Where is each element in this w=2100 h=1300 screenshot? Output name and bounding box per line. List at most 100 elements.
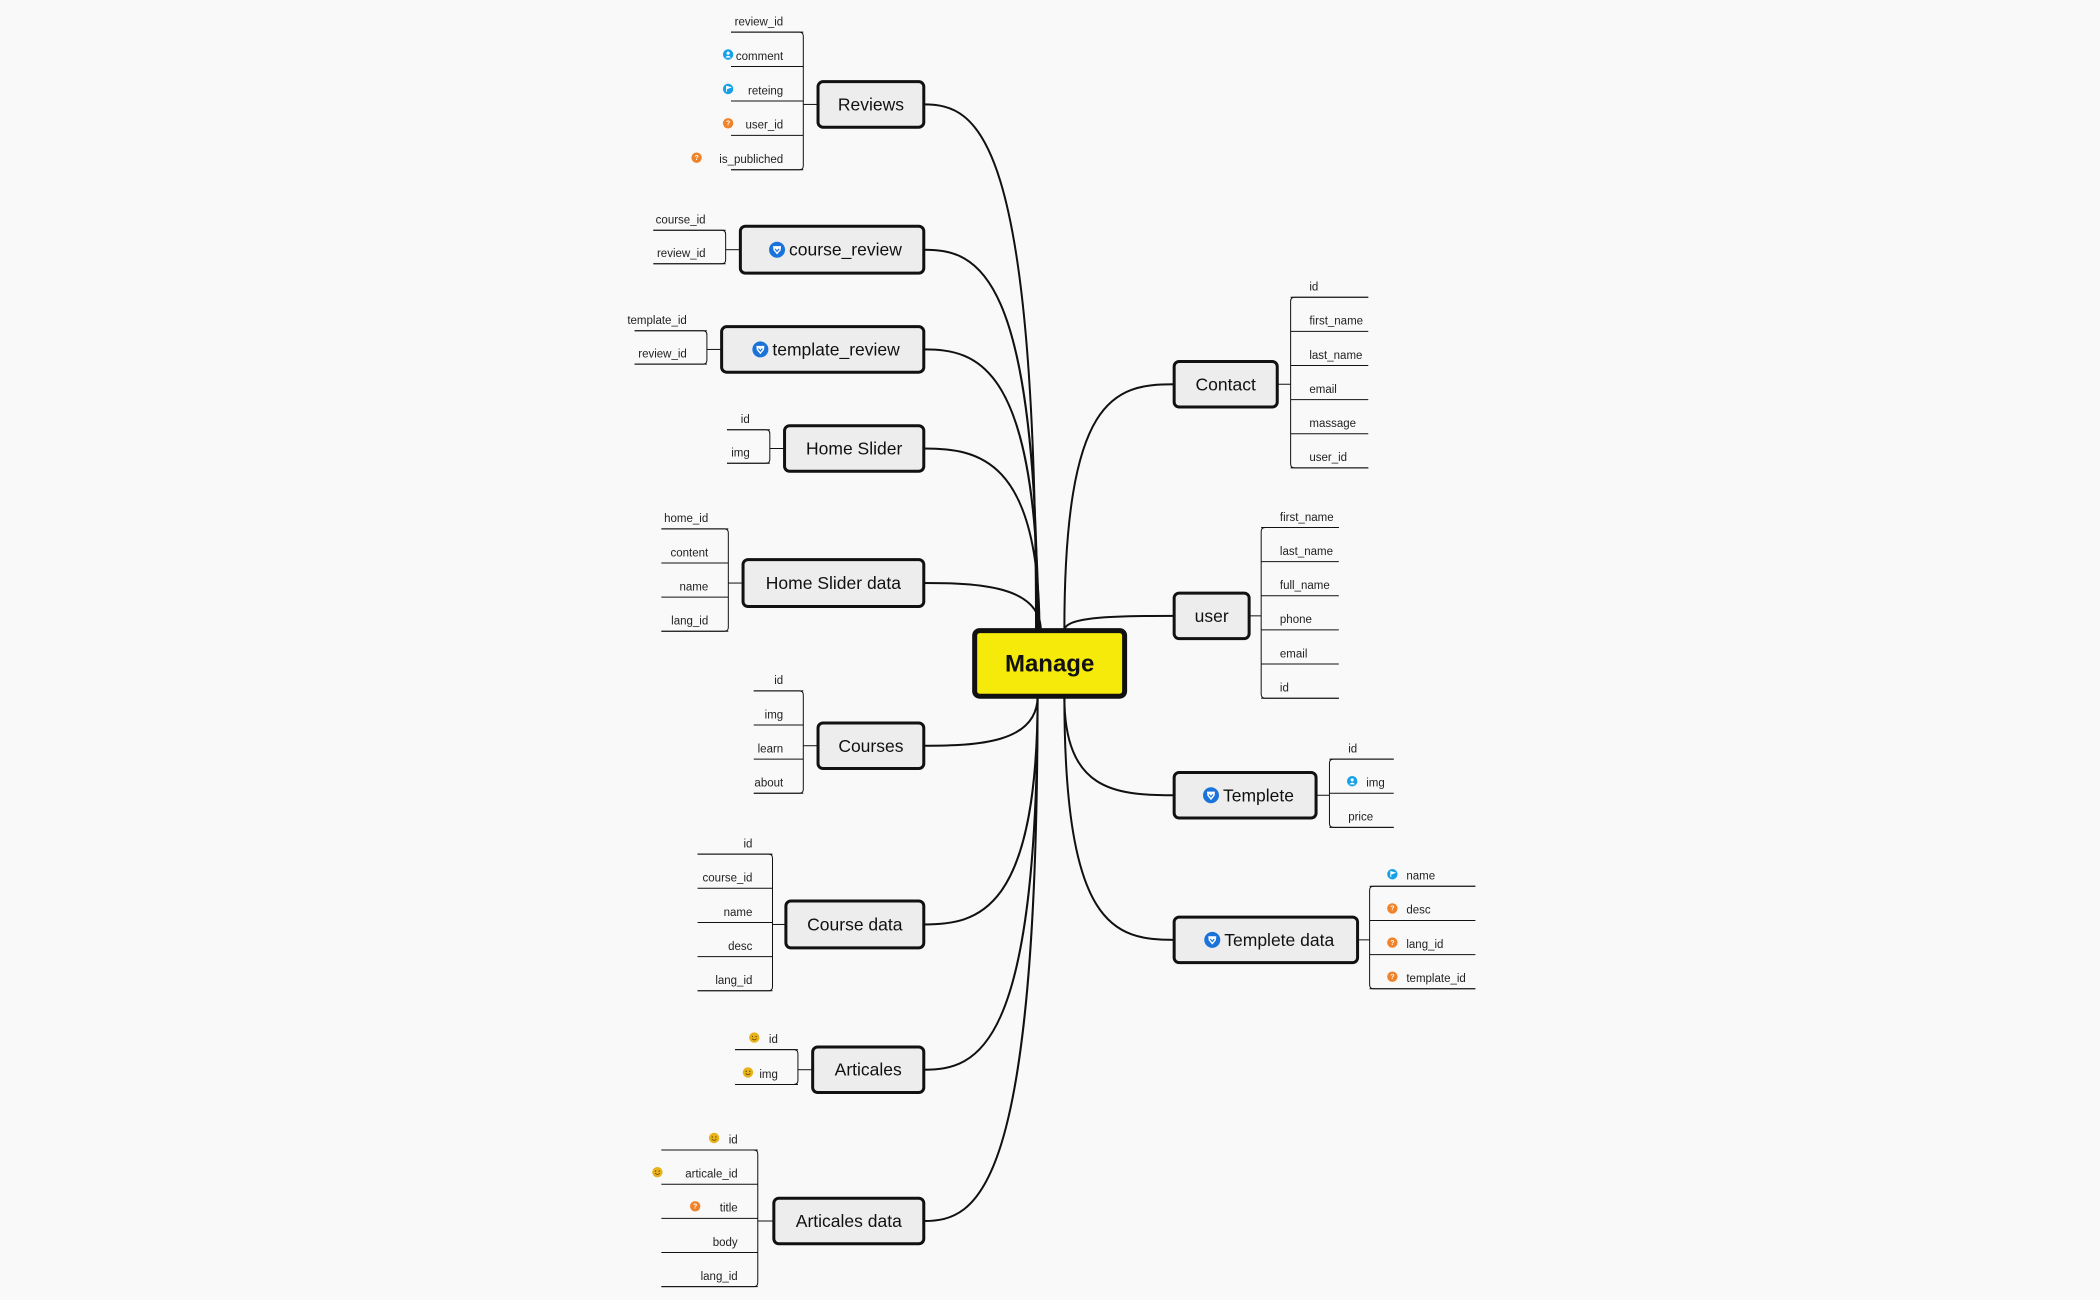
topic-articales-data[interactable]: Articales data bbox=[772, 1196, 926, 1246]
field-course-data-id[interactable]: id bbox=[697, 838, 773, 855]
field-course-data-desc[interactable]: desc bbox=[697, 941, 773, 958]
topic-label: Course data bbox=[807, 914, 903, 934]
field-templete-data-desc[interactable]: desc? bbox=[1369, 903, 1476, 921]
field-contact-first-name[interactable]: first_name bbox=[1290, 316, 1369, 332]
field-contact-id[interactable]: id bbox=[1290, 282, 1369, 298]
field-course-review-review-id[interactable]: review_id bbox=[653, 248, 726, 265]
field-courses-about[interactable]: about bbox=[753, 778, 804, 794]
topic-home-slider-data[interactable]: Home Slider data bbox=[741, 558, 926, 608]
field-user-last-name[interactable]: last_name bbox=[1261, 546, 1339, 563]
question-icon: ? bbox=[1387, 971, 1398, 982]
field-label: reteing bbox=[748, 85, 783, 97]
field-home-slider-data-name[interactable]: name bbox=[661, 581, 729, 598]
field-templete-id[interactable]: id bbox=[1329, 743, 1394, 760]
topic-box bbox=[738, 224, 926, 275]
field-label: phone bbox=[1280, 614, 1312, 626]
field-label: user_id bbox=[1309, 452, 1347, 464]
question-icon: ? bbox=[689, 1201, 701, 1212]
field-contact-last-name[interactable]: last_name bbox=[1290, 350, 1369, 366]
field-template-review-template-id[interactable]: template_id bbox=[627, 315, 707, 332]
field-home-slider-data-content[interactable]: content bbox=[661, 547, 729, 564]
field-templete-img[interactable]: img bbox=[1329, 776, 1394, 794]
field-reviews-review-id[interactable]: review_id bbox=[730, 16, 804, 33]
connector-articales bbox=[923, 696, 1039, 1071]
topic-course-review[interactable]: course_review bbox=[738, 224, 926, 275]
field-articales-img[interactable]: img bbox=[735, 1067, 798, 1085]
field-home-slider-data-home-id[interactable]: home_id bbox=[661, 513, 729, 530]
field-course-data-name[interactable]: name bbox=[697, 907, 773, 923]
flag-icon bbox=[1387, 869, 1398, 880]
field-label: is_publiched bbox=[719, 154, 783, 166]
field-courses-id[interactable]: id bbox=[753, 675, 804, 692]
smiley-icon bbox=[708, 1132, 720, 1144]
field-label: last_name bbox=[1280, 546, 1333, 558]
field-label: review_id bbox=[657, 248, 706, 260]
field-user-phone[interactable]: phone bbox=[1261, 614, 1339, 631]
field-label: articale_id bbox=[685, 1168, 737, 1180]
central-topic[interactable]: Manage bbox=[972, 628, 1128, 699]
svg-text:?: ? bbox=[694, 155, 698, 162]
field-templete-data-name[interactable]: name bbox=[1369, 869, 1476, 887]
field-label: name bbox=[679, 581, 708, 593]
topic-box bbox=[1172, 359, 1279, 409]
field-group-home-slider: id img bbox=[726, 414, 785, 464]
field-templete-price[interactable]: price bbox=[1329, 812, 1394, 828]
topic-box bbox=[1172, 915, 1360, 965]
topic-articales[interactable]: Articales bbox=[811, 1045, 926, 1094]
field-contact-massage[interactable]: massage bbox=[1290, 418, 1369, 435]
svg-text:?: ? bbox=[1390, 974, 1394, 981]
field-reviews-is-publiched[interactable]: is_publiched? bbox=[691, 152, 804, 171]
field-courses-learn[interactable]: learn bbox=[753, 743, 804, 760]
connector-contact bbox=[1063, 383, 1175, 631]
field-articales-id[interactable]: id bbox=[735, 1032, 798, 1051]
field-label: massage bbox=[1309, 418, 1356, 430]
field-reviews-comment[interactable]: comment bbox=[722, 49, 804, 68]
field-articales-data-articale-id[interactable]: articale_id bbox=[652, 1166, 758, 1185]
field-reviews-reteing[interactable]: reteing bbox=[722, 83, 804, 102]
topic-home-slider[interactable]: Home Slider bbox=[783, 424, 926, 473]
topic-label: course_review bbox=[789, 240, 902, 261]
field-articales-data-lang-id[interactable]: lang_id bbox=[661, 1271, 758, 1288]
field-reviews-user-id[interactable]: user_id? bbox=[722, 118, 804, 136]
field-course-data-lang-id[interactable]: lang_id bbox=[697, 975, 773, 992]
topic-template-review[interactable]: template_review bbox=[720, 325, 926, 374]
field-articales-data-title[interactable]: title? bbox=[661, 1201, 758, 1219]
field-label: body bbox=[713, 1237, 738, 1249]
field-templete-data-lang-id[interactable]: lang_id? bbox=[1369, 937, 1476, 956]
field-templete-data-template-id[interactable]: template_id? bbox=[1369, 971, 1476, 990]
topic-contact[interactable]: Contact bbox=[1172, 359, 1279, 409]
person-icon bbox=[1346, 776, 1358, 787]
field-label: desc bbox=[728, 941, 753, 953]
field-label: email bbox=[1280, 648, 1307, 660]
smiley-icon bbox=[749, 1032, 760, 1043]
field-home-slider-id[interactable]: id bbox=[726, 414, 770, 431]
field-user-id[interactable]: id bbox=[1261, 683, 1339, 699]
field-template-review-review-id[interactable]: review_id bbox=[634, 348, 707, 365]
field-label: review_id bbox=[638, 348, 687, 360]
smiley-icon bbox=[742, 1067, 754, 1078]
topic-course-data[interactable]: Course data bbox=[784, 899, 926, 950]
field-user-email[interactable]: email bbox=[1261, 648, 1339, 665]
field-group-templete-data: name desc? lang_id? template_id? bbox=[1357, 869, 1476, 990]
field-articales-data-body[interactable]: body bbox=[661, 1237, 758, 1253]
field-label: price bbox=[1348, 812, 1373, 824]
topic-reviews[interactable]: Reviews bbox=[816, 80, 926, 129]
field-label: template_id bbox=[1406, 973, 1465, 985]
field-articales-data-id[interactable]: id bbox=[661, 1132, 758, 1151]
field-user-first-name[interactable]: first_name bbox=[1261, 512, 1339, 528]
field-contact-email[interactable]: email bbox=[1290, 384, 1369, 401]
field-course-data-course-id[interactable]: course_id bbox=[697, 873, 773, 889]
field-label: id bbox=[743, 838, 752, 850]
field-contact-user-id[interactable]: user_id bbox=[1290, 452, 1369, 469]
topic-templete-data[interactable]: Templete data bbox=[1172, 915, 1360, 965]
topic-courses[interactable]: Courses bbox=[816, 721, 926, 770]
topic-templete[interactable]: Templete bbox=[1172, 771, 1318, 820]
topic-user[interactable]: user bbox=[1172, 591, 1251, 641]
connector-course-review bbox=[923, 248, 1039, 631]
field-courses-img[interactable]: img bbox=[753, 709, 804, 726]
field-user-full-name[interactable]: full_name bbox=[1261, 580, 1339, 597]
field-home-slider-img[interactable]: img bbox=[726, 448, 770, 464]
field-label: lang_id bbox=[671, 616, 708, 628]
field-home-slider-data-lang-id[interactable]: lang_id bbox=[661, 616, 729, 632]
field-course-review-course-id[interactable]: course_id bbox=[653, 215, 726, 231]
